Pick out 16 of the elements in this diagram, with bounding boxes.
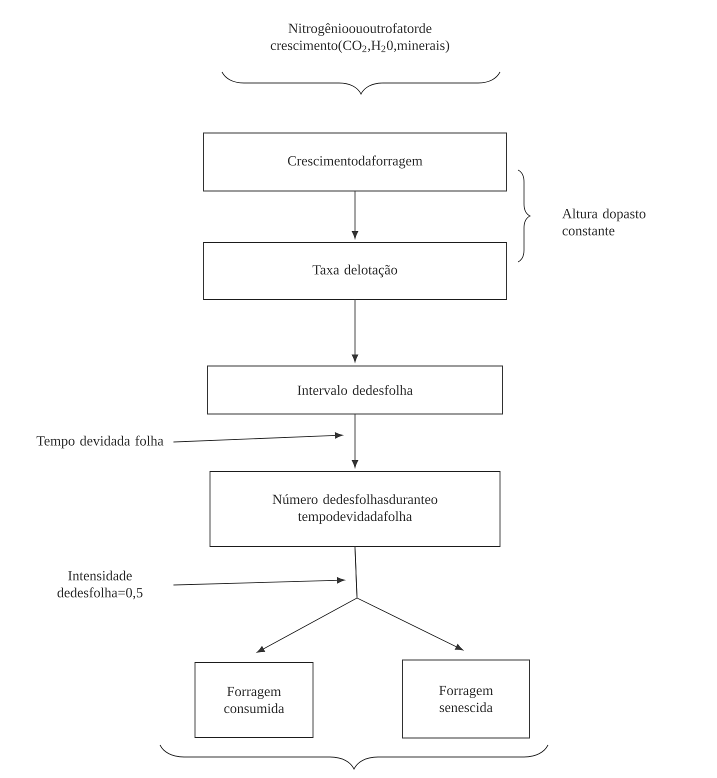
process-box: Número dedesfolhasduranteo tempodevidadafolha xyxy=(210,471,500,547)
process-box: Intervalo dedesfolha xyxy=(207,366,503,414)
arrow xyxy=(352,414,358,468)
arrow xyxy=(352,300,358,362)
input-text: Tempo devidada folha xyxy=(36,436,164,448)
process-box: Forragem senescida xyxy=(402,660,530,738)
arrow xyxy=(173,432,343,442)
process-box: Crescimentodaforragem xyxy=(203,132,507,192)
arrow xyxy=(352,191,358,239)
process-box: Forragem consumida xyxy=(194,662,314,738)
label-text: Altura dopasto constante xyxy=(562,208,646,236)
input-text: Intensidade dedesfolha=0,5 xyxy=(57,570,142,600)
arrow xyxy=(354,546,464,650)
label-text: Nitrogênioououtrofatorde crescimento(CO$_{2}$,H$_{2}$0,minerais) xyxy=(270,23,450,53)
process-box: Taxa delotação xyxy=(203,242,507,300)
arrow xyxy=(173,577,345,586)
